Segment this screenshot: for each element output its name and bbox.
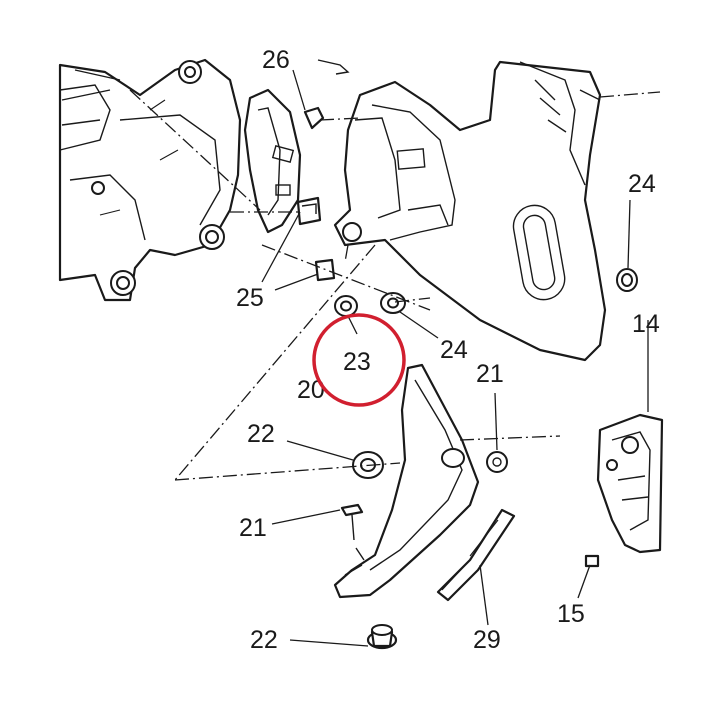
leader-lines xyxy=(261,69,649,647)
right-side-component xyxy=(596,413,664,554)
callout-labels: 26 25 23 20 24 24 14 22 21 21 22 29 15 xyxy=(236,46,660,654)
callout-26: 26 xyxy=(262,46,290,74)
clip-nuts xyxy=(296,196,336,282)
callout-29: 29 xyxy=(473,626,501,654)
upper-fairing-panel xyxy=(333,60,607,362)
washers-and-grommets xyxy=(334,268,638,650)
highlight-circle xyxy=(312,313,406,407)
callout-15: 15 xyxy=(557,600,585,628)
seal-strip xyxy=(436,508,516,602)
assembly-lines xyxy=(129,89,661,481)
callout-22-upper: 22 xyxy=(247,420,275,448)
frame-section xyxy=(58,58,350,302)
callout-21-left: 21 xyxy=(239,514,267,542)
lower-fairing-panel xyxy=(333,363,480,599)
callout-21-right: 21 xyxy=(476,360,504,388)
callout-23: 23 xyxy=(343,348,371,376)
callout-24-upper: 24 xyxy=(628,170,656,198)
callout-24-lower: 24 xyxy=(440,336,468,364)
callout-22-lower: 22 xyxy=(250,626,278,654)
callout-14: 14 xyxy=(632,310,660,338)
callout-25: 25 xyxy=(236,284,264,312)
